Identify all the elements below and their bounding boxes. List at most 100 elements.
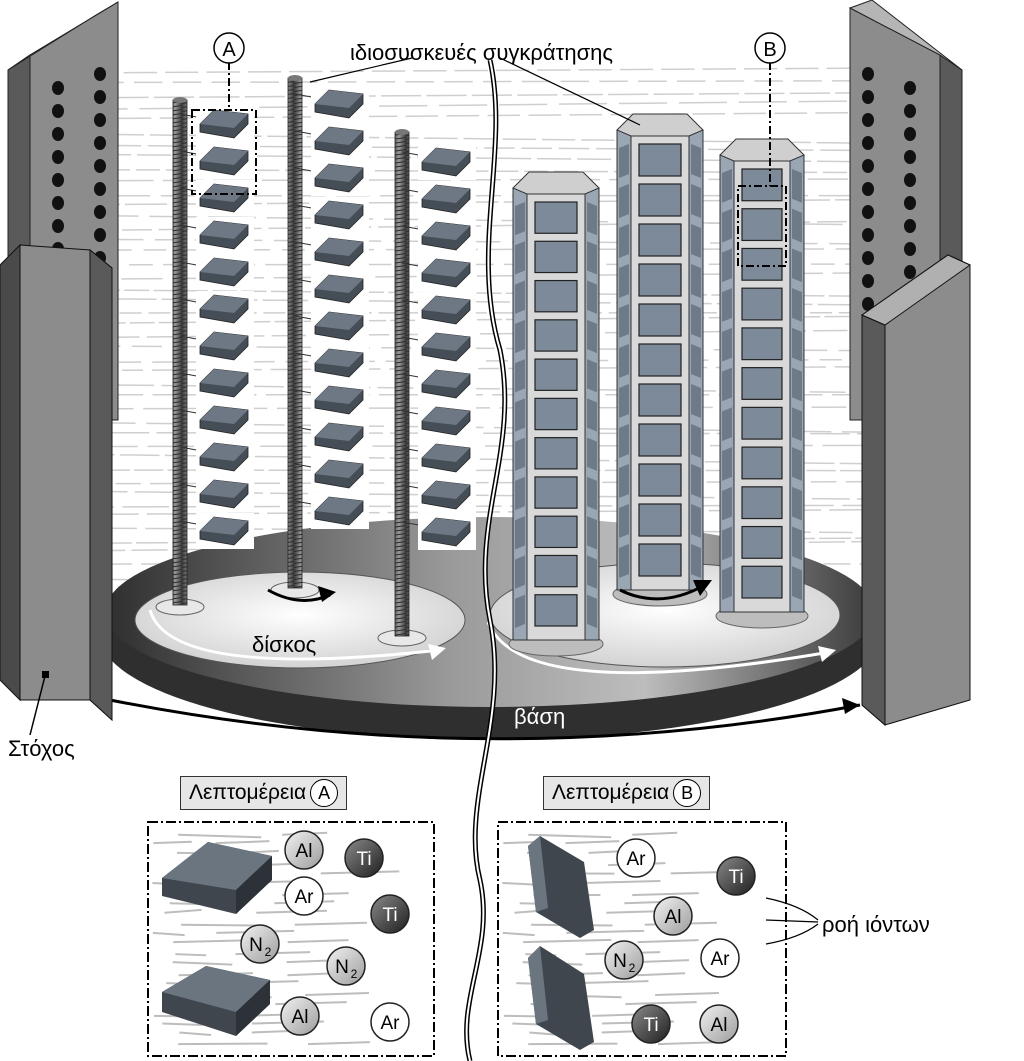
column-insert-side [792, 486, 802, 521]
particle-al: Al [280, 996, 320, 1036]
cutting-insert-face [315, 90, 363, 108]
base-label: βάση [514, 704, 565, 729]
target-hole [904, 265, 916, 279]
particle-label: Al [665, 907, 682, 928]
column-insert-side [722, 169, 732, 203]
particle-ti: Ti [716, 856, 756, 896]
target-hole [52, 127, 64, 141]
ion-flow-line [632, 892, 699, 897]
column-top [512, 171, 600, 195]
column-insert-side [515, 516, 525, 550]
rod-top [173, 97, 187, 103]
target-hole [52, 219, 64, 233]
particle-circle [326, 946, 366, 986]
ion-flow-line [179, 1031, 212, 1037]
threaded-rod [287, 77, 303, 589]
column-insert [534, 476, 578, 509]
particle-label: Ar [295, 887, 315, 908]
column-insert-side [619, 544, 629, 578]
particle-al: Al [284, 830, 324, 870]
column-insert-side [691, 344, 701, 378]
target-left-front [0, 243, 113, 722]
target-hole [52, 173, 64, 187]
ion-flow-line [636, 959, 690, 964]
column-insert [534, 240, 578, 274]
cutting-insert-face [422, 518, 470, 536]
cutting-insert-face [422, 148, 470, 166]
ion-flow-line [574, 980, 649, 985]
ion-flow-line [153, 840, 192, 845]
target-hole [862, 90, 874, 104]
ion-flow-line [528, 833, 612, 839]
particle-label: Ti [356, 849, 371, 870]
particle-label: Ti [643, 1015, 658, 1036]
ion-flow-line [637, 939, 699, 944]
column-insert-side [792, 208, 802, 243]
column-insert-side [691, 504, 701, 538]
column-insert [741, 327, 783, 361]
target-label: Στόχος [8, 736, 75, 761]
particle-subscript: 2 [351, 967, 358, 981]
particle-circle [616, 838, 656, 878]
column-insert [638, 143, 682, 177]
ion-flow-line [215, 840, 270, 845]
column-insert-side [587, 398, 597, 432]
column-insert-side [691, 144, 701, 178]
cutting-insert-face [422, 222, 470, 240]
column-insert-side [619, 304, 629, 338]
target-hole [904, 196, 916, 210]
rod-top [288, 75, 302, 81]
ion-flow-line [632, 831, 678, 836]
column-insert-side [619, 504, 629, 538]
column-insert [534, 319, 578, 352]
column-insert [741, 287, 783, 321]
ion-flow-line [305, 991, 369, 996]
column-insert-side [722, 447, 732, 481]
particle-circle [699, 1004, 739, 1044]
particle-circle [716, 856, 756, 896]
column-insert-side [515, 359, 525, 393]
particle-circle [280, 996, 320, 1036]
cutting-insert-face [200, 147, 248, 165]
column-insert [638, 303, 682, 337]
column-insert-side [515, 476, 525, 511]
target-hole [862, 113, 874, 127]
particle-label: Ar [627, 849, 647, 870]
column-insert [638, 423, 682, 457]
particle-ar: Ar [284, 876, 324, 916]
column-insert-side [792, 566, 802, 600]
cutting-insert-face [200, 517, 248, 535]
ion-flow-line [637, 972, 686, 977]
particle-label: N [335, 957, 349, 978]
marker-a-label: A [222, 39, 236, 61]
ion-flow-line [172, 961, 233, 966]
target-hole [94, 67, 106, 81]
particle-ti: Ti [370, 894, 410, 934]
column-insert-side [619, 344, 629, 378]
particle-circle [631, 1004, 671, 1044]
column-insert-side [587, 319, 597, 354]
fixture-rods [155, 75, 476, 647]
ion-flow-line [657, 1041, 720, 1046]
fixtures-label: ιδιοσυσκευές συγκράτησης [350, 40, 613, 65]
particle-label: N [613, 951, 627, 972]
target-hole [94, 113, 106, 127]
cutting-insert-face [315, 201, 363, 219]
cutting-insert-face [422, 296, 470, 314]
target-hole [904, 81, 916, 95]
ion-flow-line [178, 1042, 268, 1046]
column-insert-side [691, 424, 701, 458]
column-insert-side [587, 594, 597, 628]
column-insert [741, 486, 783, 520]
column-insert [534, 554, 578, 588]
target-hole [904, 173, 916, 187]
ion-flow-line [63, 91, 901, 99]
target-hole [94, 205, 106, 219]
marker-b: B [737, 32, 787, 267]
column-insert-side [792, 288, 802, 322]
column-insert [534, 397, 578, 431]
